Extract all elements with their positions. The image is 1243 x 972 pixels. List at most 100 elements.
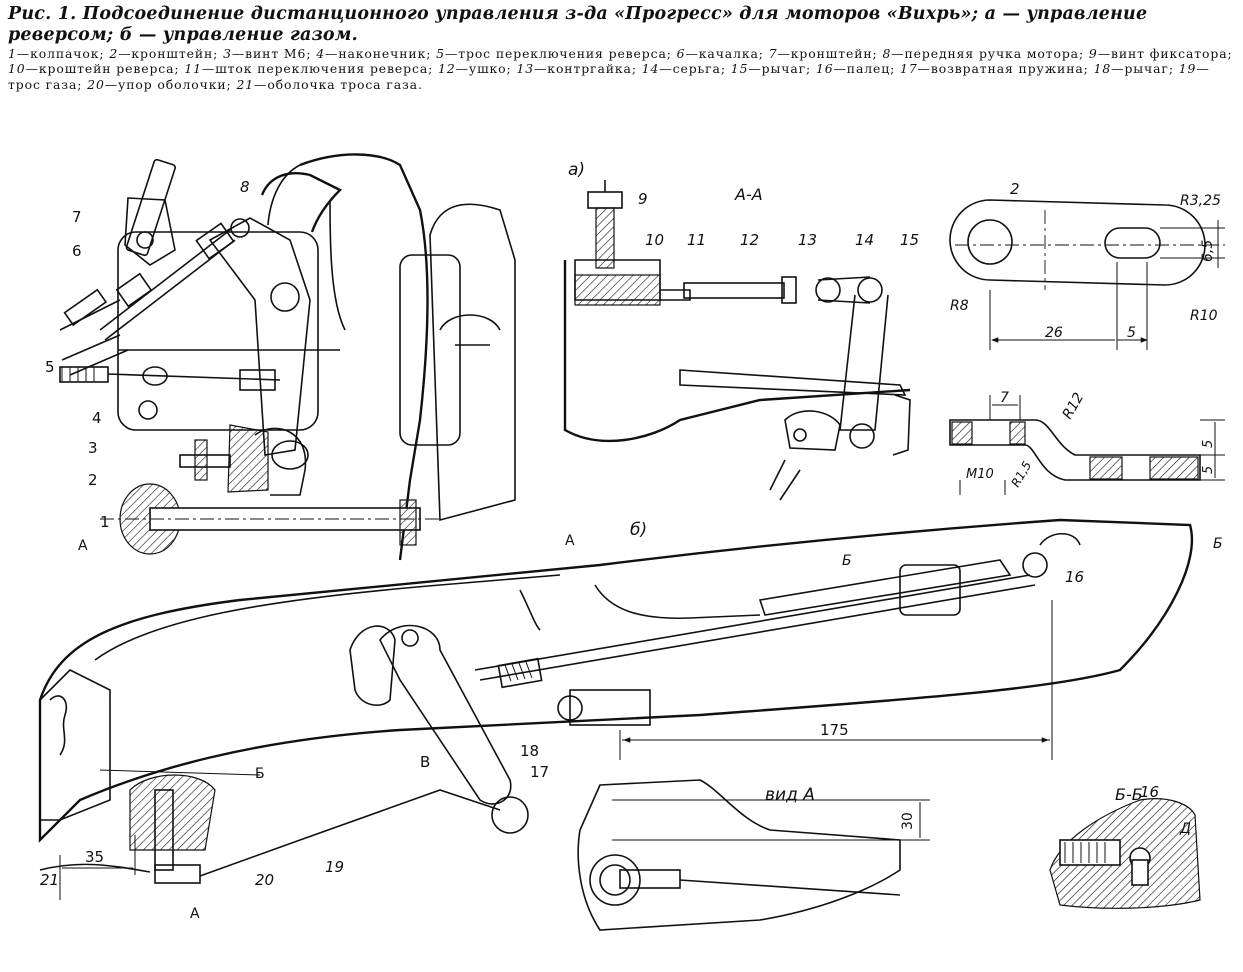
legend-entry: 4—наконечник: [316, 46, 426, 61]
legend-text: —винт М6: [231, 46, 307, 61]
callout-2: 2: [88, 471, 98, 489]
legend-entry: 11—шток переключения реверса: [184, 61, 428, 76]
label-point-v: В: [420, 753, 430, 771]
legend-text: —кронштейн: [118, 46, 214, 61]
label-arrow-b-right: Б: [1213, 536, 1223, 552]
legend-text: —рычаг: [1111, 61, 1169, 77]
legend-text: —передняя ручка мотора: [891, 46, 1079, 61]
caption-title: Рис. 1. Подсоединение дистанционного упр…: [8, 4, 1148, 45]
callout-14: 14: [855, 231, 874, 249]
callout-7: 7: [72, 208, 82, 226]
view-a-reverse-assembly: [59, 153, 516, 561]
legend-number: 10: [8, 61, 26, 77]
legend-number: 5: [436, 46, 445, 61]
label-section-bb: Б-Б: [1115, 785, 1143, 804]
legend-text: —шток переключения реверса: [201, 61, 429, 77]
callout-5: 5: [45, 358, 55, 376]
callout-10: 10: [645, 231, 664, 249]
label-arrow-a-bottom: А: [190, 906, 200, 922]
dim-m10: M10: [966, 467, 994, 482]
callout-8: 8: [240, 178, 250, 196]
legend-entry: 12—ушко: [438, 61, 506, 76]
dim-r10: R10: [1190, 308, 1218, 324]
callout-15: 15: [900, 231, 919, 249]
legend-number: 1: [8, 46, 17, 61]
legend-number: 16: [815, 61, 834, 77]
legend-number: 13: [516, 61, 535, 77]
label-arrow-a-mid: А: [565, 533, 575, 549]
legend-text: —кроштейн реверса: [25, 61, 175, 77]
legend-number: 21: [236, 76, 255, 92]
legend-entry: 5—трос переключения реверса: [436, 46, 667, 61]
legend-text: —возвратная пружина: [917, 61, 1084, 77]
legend-entry: 14—серьга: [642, 61, 721, 76]
legend-number: 7: [768, 46, 778, 61]
dim-6-5: 6,5: [1200, 240, 1216, 262]
dim-30: 30: [900, 812, 916, 830]
legend-entry: 20—упор оболочки: [87, 77, 226, 92]
dim-26: 26: [1045, 325, 1063, 341]
legend-entry: 21—оболочка троса газа: [236, 77, 417, 92]
legend-number: 6: [676, 46, 686, 61]
callout-16-bb: 16: [1140, 783, 1159, 801]
legend-text: —колпачок: [16, 46, 100, 61]
legend-text: —наконечник: [325, 46, 427, 61]
legend-number: 17: [900, 61, 918, 77]
dim-5-upper: 5: [1201, 440, 1216, 448]
legend-text: —палец: [833, 61, 891, 77]
callout-16-b: 16: [1065, 568, 1084, 586]
legend-text: —винт фиксатора: [1097, 46, 1228, 61]
label-view-a-detail: вид А: [765, 785, 815, 805]
legend-text: —качалка: [685, 46, 759, 61]
legend-entry: 18—рычаг: [1094, 61, 1169, 76]
technical-drawing: а) А-А б) вид А Б-Б А А А Б Б Б В Д 1 2 …: [38, 153, 1225, 931]
label-arrow-a-left: А: [78, 538, 88, 554]
label-section-aa: А-А: [734, 185, 763, 204]
legend-number: 19: [1178, 61, 1197, 77]
callout-4: 4: [92, 409, 102, 427]
dim-r8: R8: [950, 298, 969, 314]
dim-175: 175: [820, 721, 849, 739]
legend-number: 3: [223, 46, 232, 61]
legend-text: —трос газа: [8, 61, 1210, 92]
legend-entry: 3—винт М6: [223, 46, 306, 61]
legend-entry: 19—трос газа: [8, 61, 1210, 91]
legend-text: —трос переключения реверса: [444, 46, 667, 61]
callout-20: 20: [255, 871, 274, 889]
legend-number: 12: [438, 61, 456, 77]
caption-legend: 1—колпачок; 2—кронштейн; 3—винт М6; 4—на…: [8, 46, 1233, 92]
view-bb-detail: [1049, 798, 1201, 909]
legend-entry: 6—качалка: [677, 46, 759, 61]
legend-text: —рычаг: [748, 61, 807, 77]
legend-text: —оболочка троса газа: [254, 76, 418, 92]
label-arrow-b-mid: Б: [842, 553, 852, 569]
legend-entry: 1—колпачок: [8, 46, 99, 61]
view-b-throttle-assembly: [38, 518, 1194, 900]
legend-number: 4: [316, 46, 326, 61]
legend-number: 9: [1088, 46, 1098, 61]
dim-7: 7: [1000, 390, 1009, 406]
callout-1: 1: [100, 513, 110, 531]
callout-12: 12: [740, 231, 759, 249]
legend-entry: 10—кроштейн реверса: [8, 61, 174, 76]
callout-17: 17: [530, 763, 549, 781]
legend-entry: 17—возвратная пружина: [900, 61, 1084, 76]
drawing-labels: а) А-А б) вид А Б-Б А А А Б Б Б В Д 1 2 …: [40, 160, 1223, 922]
callout-19: 19: [325, 858, 344, 876]
legend-number: 18: [1093, 61, 1112, 77]
callout-2-detail: 2: [1010, 180, 1020, 198]
legend-number: 2: [109, 46, 119, 61]
legend-entry: 13—контргайка: [516, 61, 631, 76]
dim-r12: R12: [1060, 390, 1088, 422]
dim-5: 5: [1127, 325, 1136, 341]
legend-number: 15: [730, 61, 749, 77]
dim-r1-5: R1,5: [1008, 459, 1034, 490]
dim-35: 35: [85, 848, 104, 866]
callout-3: 3: [88, 439, 98, 457]
legend-entry: 7—кронштейн: [769, 46, 873, 61]
callout-6: 6: [72, 242, 82, 260]
detail-part-2: [949, 199, 1225, 495]
legend-number: 8: [882, 46, 892, 61]
legend-text: —ушко: [455, 61, 507, 77]
callout-21: 21: [40, 871, 59, 889]
